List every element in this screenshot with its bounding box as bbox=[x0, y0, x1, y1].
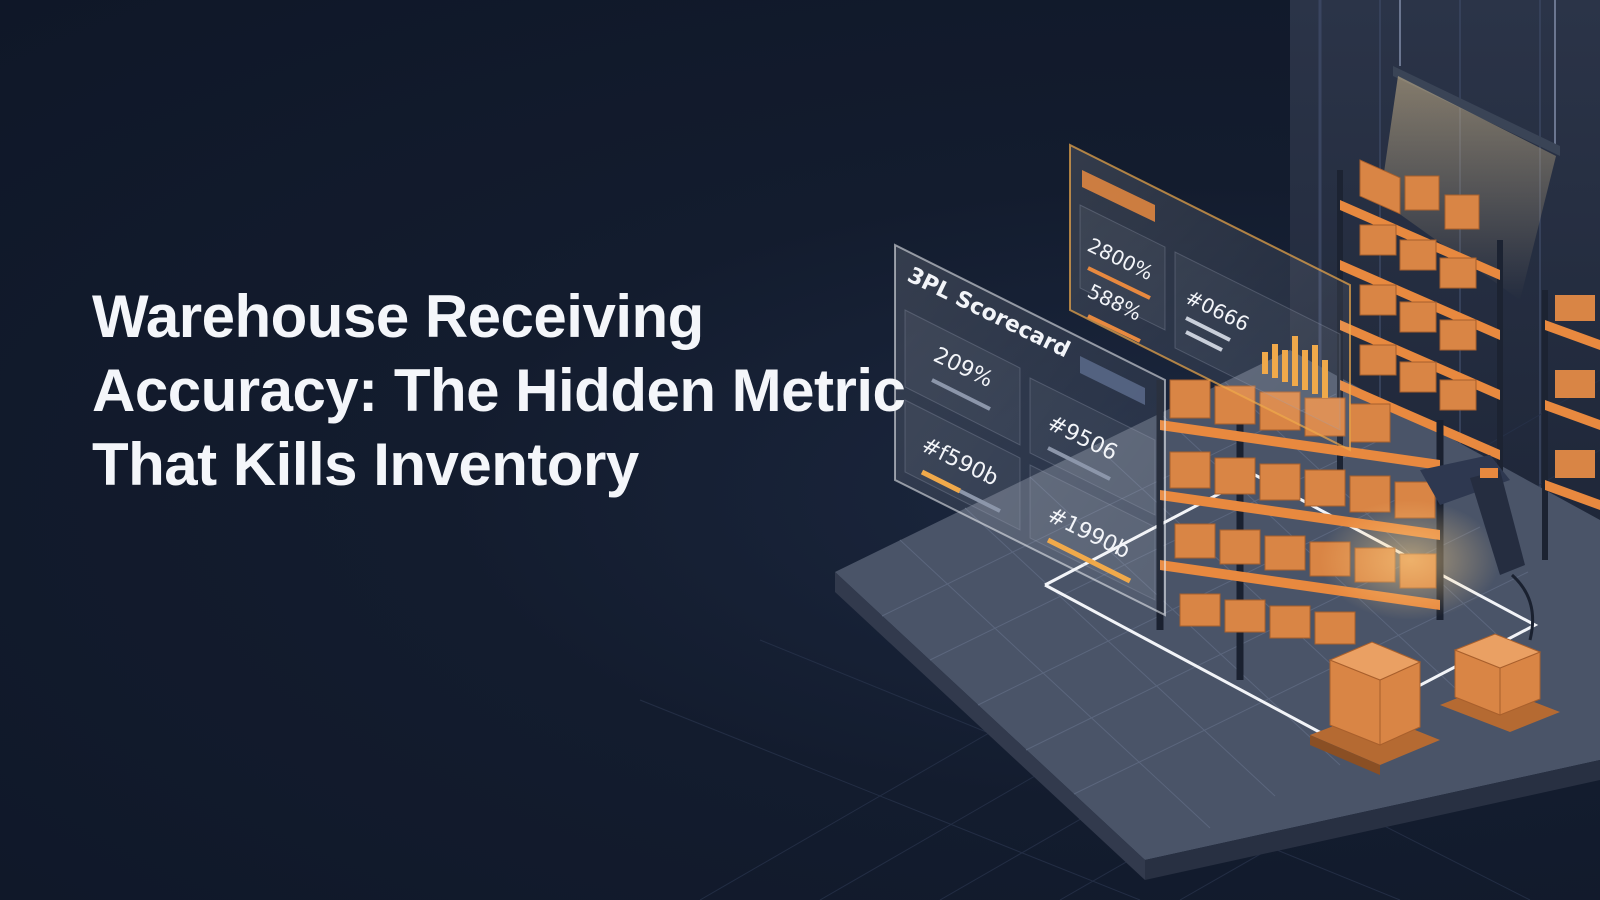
front-dashboard-panel: 3PL Scorecard 209% #f590b #9506 #1990b bbox=[894, 243, 1166, 617]
back-dashboard-panel: 2800% 588% #0666 bbox=[1069, 143, 1351, 452]
bar-chart-icon bbox=[1262, 336, 1328, 398]
forklift-scanner-icon bbox=[1320, 455, 1535, 641]
page-title: Warehouse Receiving Accuracy: The Hidden… bbox=[92, 280, 906, 502]
ceiling-light-icon bbox=[1380, 0, 1560, 300]
pallet-boxes bbox=[1310, 633, 1560, 775]
title-line-3: That Kills Inventory bbox=[92, 431, 639, 498]
title-line-1: Warehouse Receiving bbox=[92, 283, 704, 350]
receiving-zone-outline bbox=[1044, 473, 1539, 737]
title-line-2: Accuracy: The Hidden Metric bbox=[92, 357, 906, 424]
